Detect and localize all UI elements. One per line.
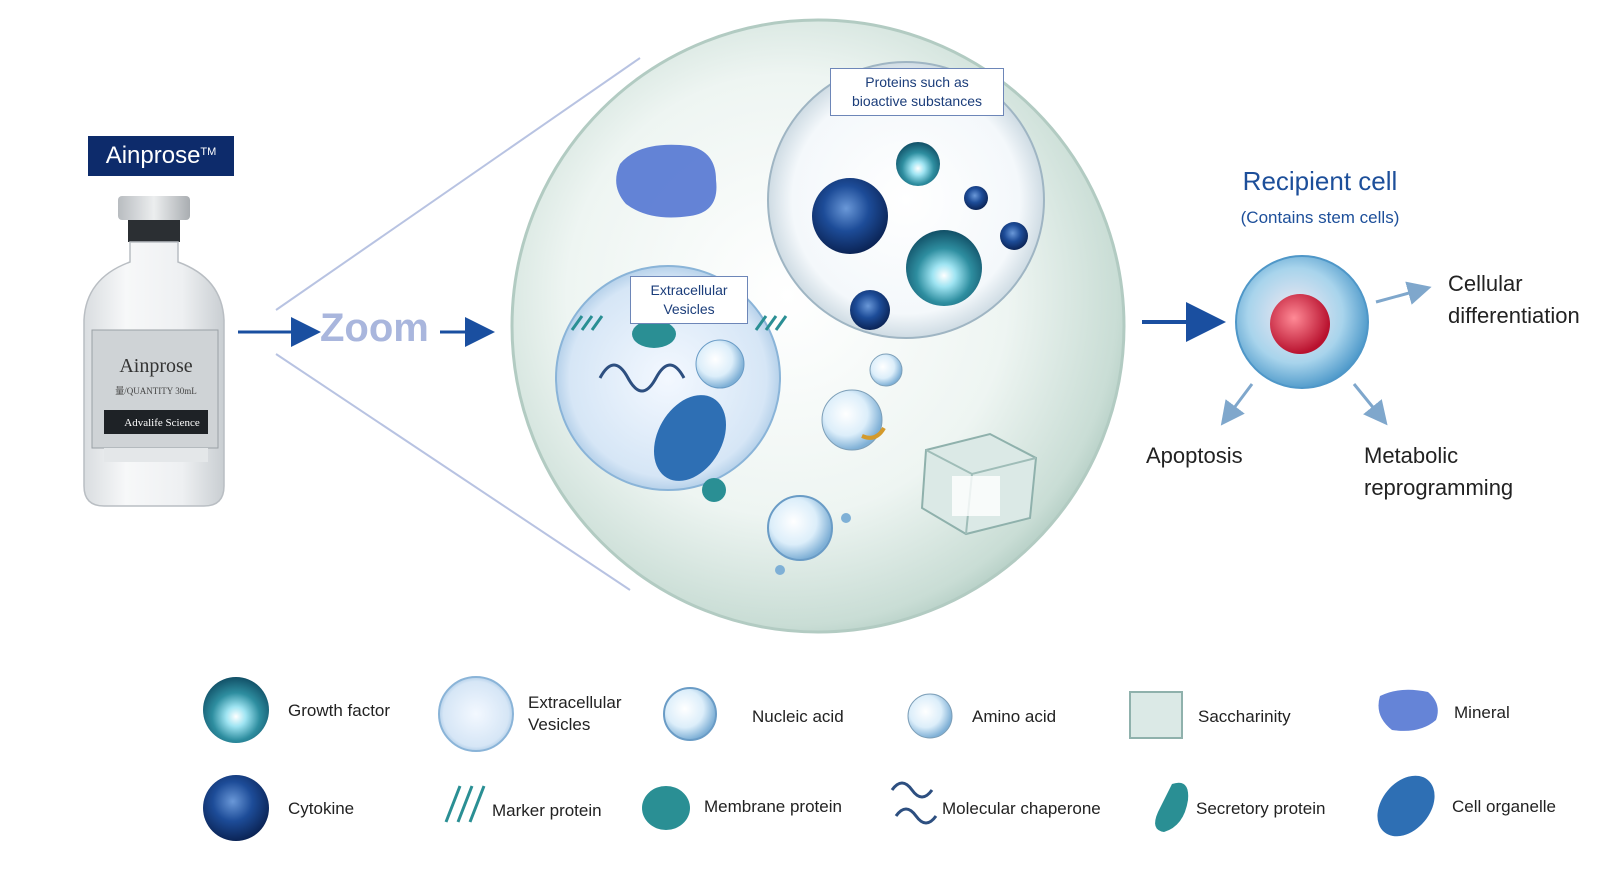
ev-label: Extracellular Vesicles bbox=[630, 276, 748, 324]
recipient-cell-nucleus bbox=[1270, 294, 1330, 354]
cytokine-icon bbox=[812, 178, 888, 254]
legend-cell-organelle-icon bbox=[1377, 775, 1435, 837]
brand-label: AinproseTM bbox=[88, 136, 234, 176]
legend-extracellular-vesicles-icon bbox=[438, 676, 514, 752]
bottle-quantity: 量/QUANTITY 30mL bbox=[115, 386, 196, 396]
proteins-label: Proteins such as bioactive substances bbox=[830, 68, 1004, 116]
legend-secretory-protein-icon bbox=[1155, 782, 1189, 832]
amino-acid-icon bbox=[861, 426, 886, 440]
legend-mineral: Mineral bbox=[1454, 703, 1510, 722]
arrow-metabolic bbox=[1352, 383, 1388, 426]
amino-acid-icon bbox=[821, 389, 883, 451]
legend-amino-acid: Amino acid bbox=[972, 707, 1057, 726]
legend-cell-organelle: Cell organelle bbox=[1452, 797, 1556, 816]
brand-trademark: TM bbox=[200, 146, 217, 158]
legend-nucleic-acid: Nucleic acid bbox=[752, 707, 844, 726]
growth-factor-icon bbox=[896, 142, 940, 186]
legend-membrane-protein-icon bbox=[642, 786, 690, 830]
nucleic-acid-icon bbox=[775, 565, 785, 575]
cell-organelle-icon bbox=[653, 395, 727, 481]
cytokine-icon bbox=[964, 186, 988, 210]
membrane-protein-icon bbox=[702, 478, 726, 502]
cytokine-icon bbox=[1000, 222, 1028, 250]
membrane-protein-icon bbox=[632, 320, 676, 348]
amino-acid-icon bbox=[869, 353, 903, 387]
outcome-apoptosis: Apoptosis bbox=[1146, 443, 1243, 468]
bottle-label-name: Ainprose bbox=[119, 355, 192, 377]
marker-protein-icon bbox=[754, 315, 788, 331]
zoom-cone-bottom bbox=[275, 353, 631, 591]
legend-molecular-chaperone: Molecular chaperone bbox=[942, 799, 1101, 818]
legend-cytokine-icon bbox=[203, 775, 269, 841]
product-bottle bbox=[83, 196, 225, 507]
arrow-differentiation bbox=[1375, 281, 1432, 305]
legend-cytokine: Cytokine bbox=[288, 799, 355, 818]
cytokine-icon bbox=[850, 290, 890, 330]
mineral-icon bbox=[616, 144, 717, 218]
bottle-maker: Advalife Science bbox=[124, 417, 200, 429]
growth-factor-icon bbox=[906, 230, 982, 306]
arrow-apoptosis bbox=[1220, 383, 1254, 426]
recipient-title: Recipient cell bbox=[1242, 166, 1398, 196]
outcome-differentiation: Cellular differentiation bbox=[1448, 271, 1580, 328]
legend-molecular-chaperone-icon bbox=[890, 781, 938, 825]
outcome-metabolic: Metabolic reprogramming bbox=[1364, 443, 1514, 500]
nucleic-acid-icon bbox=[695, 339, 745, 389]
saccharinity-icon bbox=[920, 432, 1038, 536]
legend-saccharinity-icon bbox=[1129, 691, 1183, 739]
legend-membrane-protein: Membrane protein bbox=[704, 797, 842, 816]
nucleic-acid-icon bbox=[767, 495, 833, 561]
legend-amino-acid-icon bbox=[907, 693, 953, 739]
nucleic-acid-icon bbox=[841, 513, 851, 523]
legend-saccharinity: Saccharinity bbox=[1198, 707, 1291, 726]
zoom-label: Zoom bbox=[320, 306, 429, 350]
legend-mineral-icon bbox=[1378, 689, 1438, 731]
legend-nucleic-acid-icon bbox=[663, 687, 717, 741]
legend-extracellular-vesicles: Extracellular Vesicles bbox=[528, 693, 622, 734]
molecular-chaperone-icon bbox=[598, 363, 686, 393]
legend-marker-protein-icon bbox=[444, 785, 486, 823]
legend-growth-factor: Growth factor bbox=[288, 701, 391, 720]
recipient-subtitle: (Contains stem cells) bbox=[1240, 208, 1400, 227]
legend-secretory-protein: Secretory protein bbox=[1196, 799, 1326, 818]
marker-protein-icon bbox=[570, 315, 604, 331]
legend-marker-protein: Marker protein bbox=[492, 801, 602, 820]
brand-name: Ainprose bbox=[105, 142, 201, 169]
legend-growth-factor-icon bbox=[203, 677, 269, 743]
zoom-cone-top bbox=[275, 57, 641, 311]
